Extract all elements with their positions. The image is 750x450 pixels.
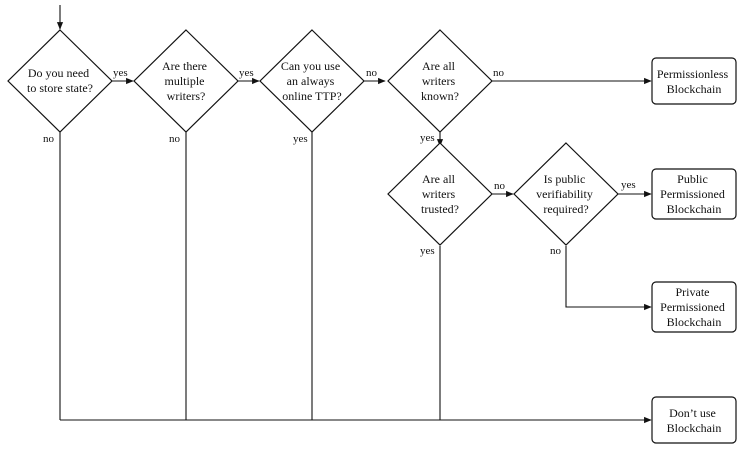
outcome-label-line: Permissionless [657, 67, 729, 81]
edge-label-writers-known-no: no [493, 67, 505, 79]
outcome-label-line: Permissioned [660, 187, 725, 201]
edge-label-public-verifiability-no: no [550, 245, 562, 257]
decision-label-line: Are all [422, 59, 456, 73]
outcome-label-line: Blockchain [667, 421, 722, 435]
edge-public-verifiability-no [565, 246, 652, 311]
decision-label-line: Are there [162, 59, 207, 73]
outcome-label-line: Don’t use [669, 406, 716, 420]
decision-label-line: Is public [544, 172, 586, 186]
outcome-private-permissioned: Private Permissioned Blockchain [651, 281, 737, 333]
outcome-label: Public Permissioned Blockchain [660, 172, 728, 216]
outcome-dont-use: Don’t use Blockchain [651, 396, 737, 444]
edge-label-writers-trusted-no: no [494, 180, 506, 192]
edge-label-public-verifiability-yes: yes [621, 179, 636, 191]
decision-label-line: known? [421, 89, 459, 103]
decision-label-line: to store state? [27, 81, 93, 95]
decision-label-line: writers? [167, 89, 206, 103]
decision-label: Are there multiple writers? [162, 59, 210, 103]
decision-label-line: verifiability [536, 187, 593, 201]
outcome-label-line: Private [676, 285, 710, 299]
edge-label-writers-known-yes: yes [420, 132, 435, 144]
edge-labels: yes no yes no no yes no yes no yes yes n… [43, 67, 636, 257]
edge-label-multiple-writers-yes: yes [239, 67, 254, 79]
decision-diamond [133, 29, 239, 133]
decision-label-line: multiple [165, 74, 205, 88]
outcome-label-line: Permissioned [660, 300, 725, 314]
decision-diamond [259, 29, 365, 133]
decision-label-line: Are all [422, 172, 456, 186]
decision-label-line: required? [543, 202, 588, 216]
edge-label-multiple-writers-no: no [169, 133, 181, 145]
decision-label: Are all writers trusted? [421, 172, 459, 216]
outcome-box [651, 396, 737, 444]
decision-multiple-writers: Are there multiple writers? [133, 29, 239, 133]
outcome-label-line: Public [677, 172, 708, 186]
decision-label: Are all writers known? [421, 59, 459, 103]
decision-label: Is public verifiability required? [536, 172, 596, 216]
decision-diamond [513, 142, 619, 246]
decision-label-line: writers [422, 74, 456, 88]
decision-label-line: writers [422, 187, 456, 201]
decision-ttp: Can you use an always online TTP? [259, 29, 365, 133]
outcome-label-line: Blockchain [667, 315, 722, 329]
outcome-label: Private Permissioned Blockchain [660, 285, 728, 329]
outcome-label: Don’t use Blockchain [667, 406, 722, 435]
edge-label-writers-trusted-yes: yes [420, 245, 435, 257]
outcome-box [651, 168, 737, 220]
decision-diamond [7, 29, 113, 133]
decision-label-line: trusted? [421, 202, 459, 216]
connectors [56, 5, 652, 424]
decision-writers-trusted: Are all writers trusted? [387, 142, 493, 246]
edge-label-ttp-no: no [366, 67, 378, 79]
decision-label-line: online TTP? [282, 89, 341, 103]
decision-label-line: Can you use [281, 59, 340, 73]
edge-label-ttp-yes: yes [293, 133, 308, 145]
decision-label-line: Do you need [28, 66, 89, 80]
outcome-permissionless: Permissionless Blockchain [651, 57, 737, 105]
outcome-label: Permissionless Blockchain [657, 67, 731, 96]
edge-label-store-state-no: no [43, 133, 55, 145]
outcome-public-permissioned: Public Permissioned Blockchain [651, 168, 737, 220]
decision-diamond [387, 142, 493, 246]
outcome-label-line: Blockchain [667, 82, 722, 96]
decision-store-state: Do you need to store state? [7, 29, 113, 133]
decision-writers-known: Are all writers known? [387, 29, 493, 133]
outcome-box [651, 57, 737, 105]
decision-public-verifiability: Is public verifiability required? [513, 142, 619, 246]
outcome-box [651, 281, 737, 333]
decision-label-line: an always [287, 74, 335, 88]
edge-label-store-state-yes: yes [113, 67, 128, 79]
outcome-label-line: Blockchain [667, 202, 722, 216]
decision-label: Do you need to store state? [27, 66, 93, 95]
decision-label: Can you use an always online TTP? [281, 59, 343, 103]
decision-diamond [387, 29, 493, 133]
